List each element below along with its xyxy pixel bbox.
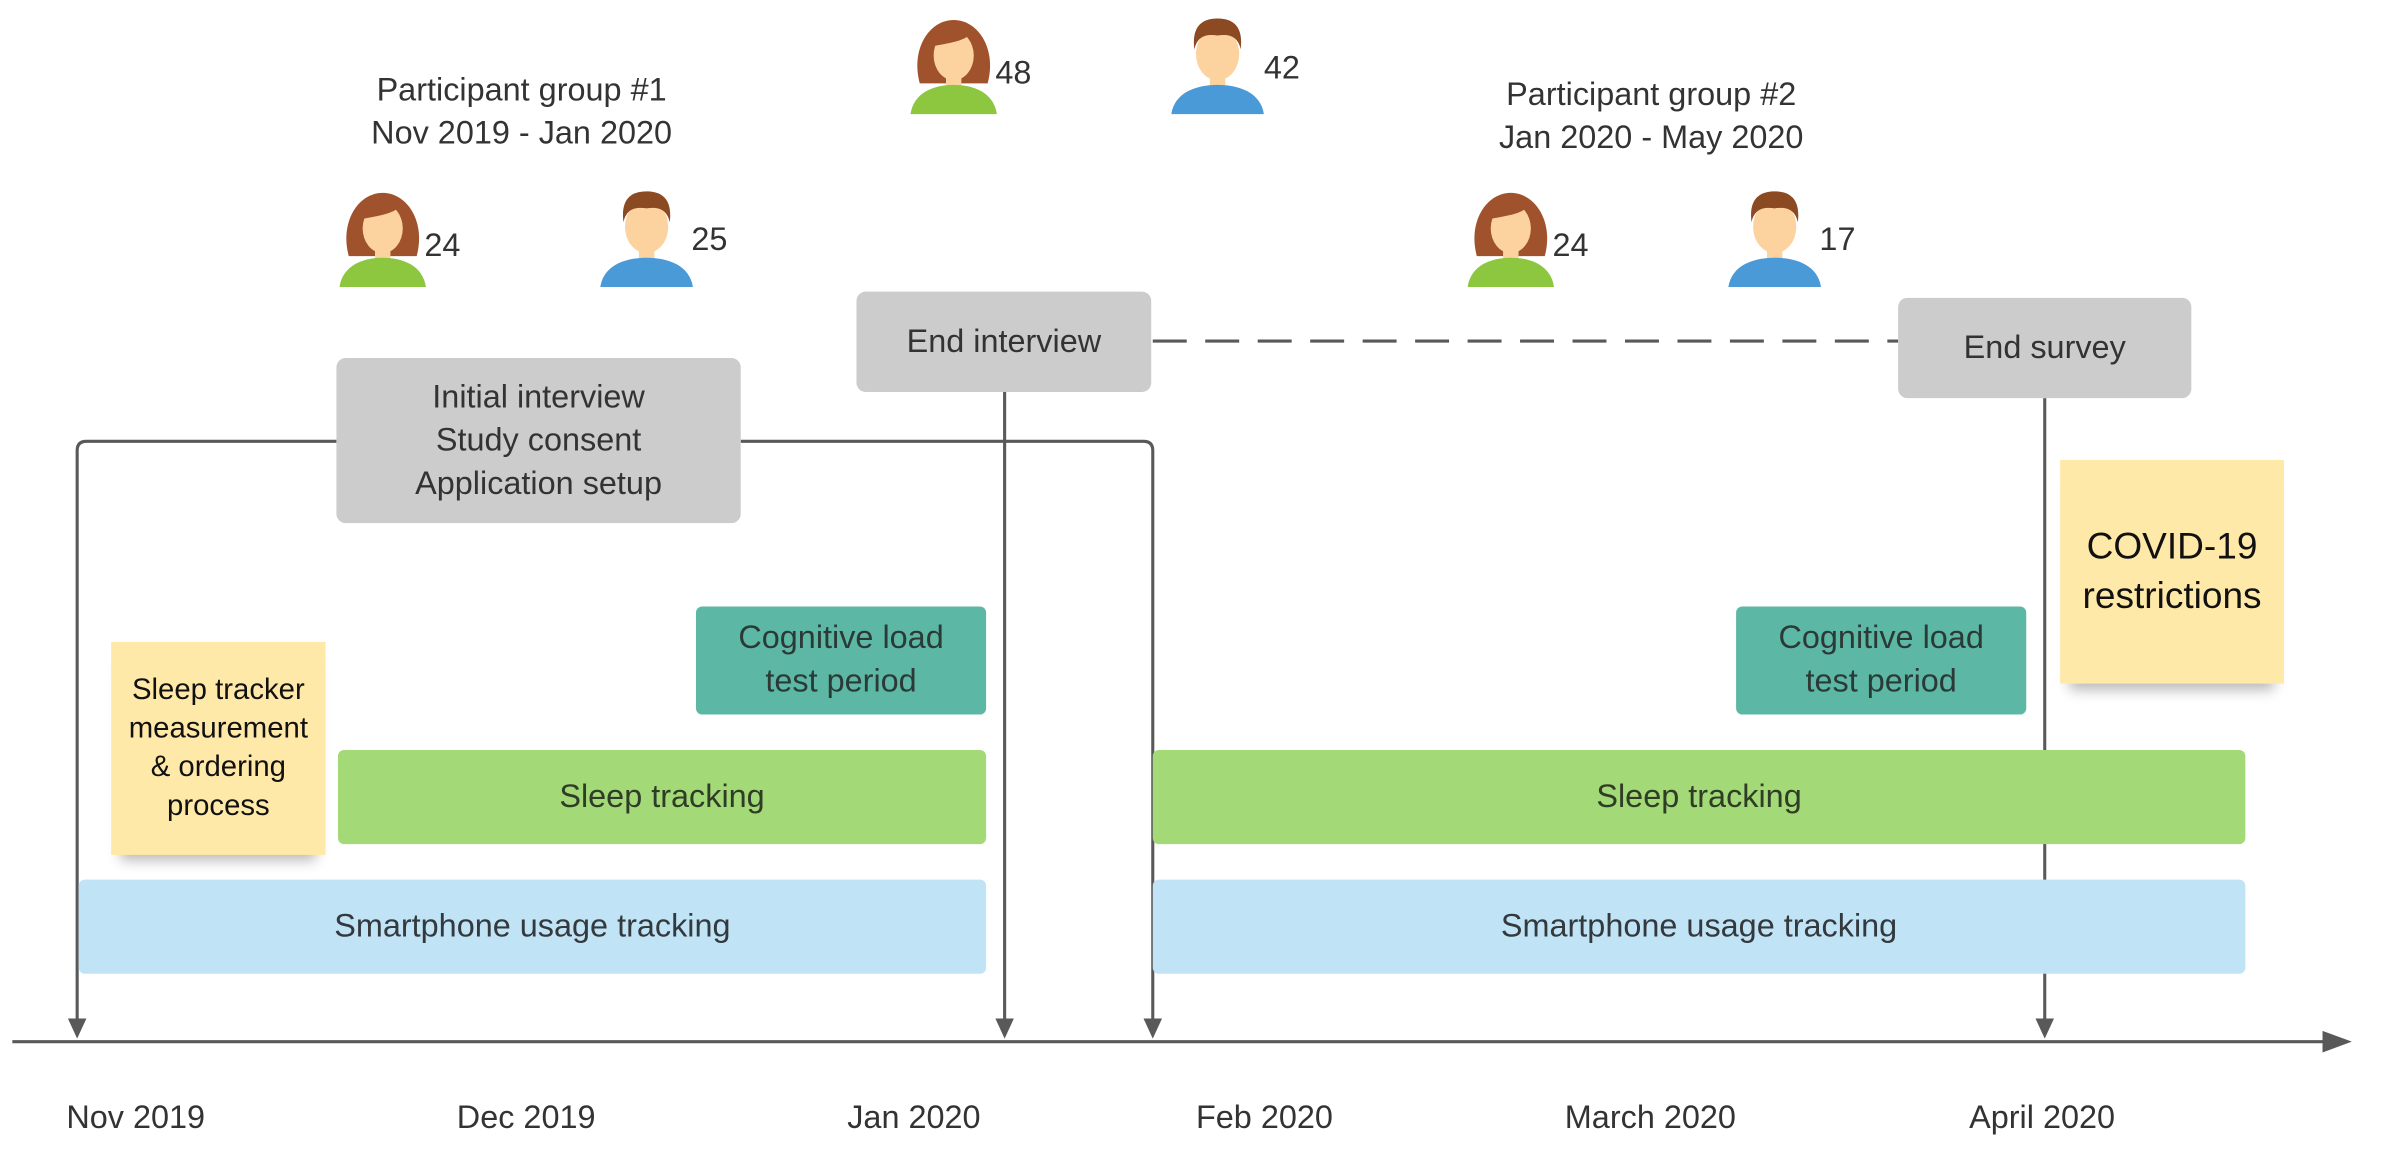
group-2-male-count: 17 xyxy=(1819,222,1856,258)
group-2-header: Participant group #2 Jan 2020 - May 2020 xyxy=(1451,74,1852,160)
initial-interview-connector-left xyxy=(75,439,337,1019)
note-line: process xyxy=(167,790,270,823)
group-1-title: Participant group #1 xyxy=(376,72,667,109)
cognitive-load-box-1: Cognitive load test period xyxy=(695,606,987,715)
female-user-icon xyxy=(910,20,997,115)
month-label-feb-2020: Feb 2020 xyxy=(1195,1100,1333,1136)
cognitive-load-box-2: Cognitive load test period xyxy=(1736,606,2027,715)
note-line: restrictions xyxy=(2082,574,2262,617)
sleep-tracking-bar-2: Sleep tracking xyxy=(1152,749,2246,845)
female-user-icon xyxy=(339,192,426,288)
male-user-icon xyxy=(600,191,693,288)
month-label-nov-2019: Nov 2019 xyxy=(66,1100,206,1136)
end-survey-label: End survey xyxy=(1963,329,2126,365)
note-line: COVID-19 xyxy=(2086,525,2258,568)
arrow-to-jan-2020 xyxy=(995,1018,1014,1039)
sleep-tracking-label: Sleep tracking xyxy=(1596,778,1802,815)
month-label-march-2020: March 2020 xyxy=(1564,1100,1736,1136)
end-interview-box: End interview xyxy=(856,291,1152,392)
test-period-label: test period xyxy=(1805,663,1957,700)
group-2-period: Jan 2020 - May 2020 xyxy=(1498,120,1804,156)
note-line: & ordering xyxy=(150,751,286,784)
initial-interview-label: Initial interview xyxy=(432,378,645,415)
end-interview-male-count: 42 xyxy=(1263,50,1300,87)
smartphone-usage-bar-1: Smartphone usage tracking xyxy=(78,879,987,974)
application-setup-label: Application setup xyxy=(415,465,662,501)
month-label-april-2020: April 2020 xyxy=(1969,1100,2116,1136)
arrow-to-april-2020 xyxy=(2035,1018,2054,1039)
end-survey-box: End survey xyxy=(1898,297,2192,399)
study-consent-label: Study consent xyxy=(435,422,642,458)
group-1-header: Participant group #1 Nov 2019 - Jan 2020 xyxy=(321,69,722,155)
group-2-female-count: 24 xyxy=(1552,228,1589,264)
sleep-tracking-bar-1: Sleep tracking xyxy=(337,749,987,845)
arrow-to-feb-2020 xyxy=(1143,1018,1163,1039)
female-user-icon xyxy=(1467,192,1555,288)
group-2-title: Participant group #2 xyxy=(1506,77,1797,113)
group-1-female-count: 24 xyxy=(424,228,461,264)
note-line: measurement xyxy=(128,712,308,746)
group-1-male-count: 25 xyxy=(691,222,728,258)
smartphone-usage-label: Smartphone usage tracking xyxy=(334,908,731,944)
male-user-icon xyxy=(1728,191,1821,288)
test-period-label: test period xyxy=(765,663,917,700)
end-interview-female-count: 48 xyxy=(995,55,1032,92)
group-1-period: Nov 2019 - Jan 2020 xyxy=(371,115,673,152)
arrow-to-nov-2019 xyxy=(67,1018,87,1039)
male-user-icon xyxy=(1171,18,1264,115)
smartphone-usage-label: Smartphone usage tracking xyxy=(1500,908,1898,944)
month-label-jan-2020: Jan 2020 xyxy=(847,1100,981,1136)
sleep-tracking-label: Sleep tracking xyxy=(559,778,765,815)
note-line: Sleep tracker xyxy=(131,674,305,707)
month-label-dec-2019: Dec 2019 xyxy=(456,1100,596,1136)
end-interview-label: End interview xyxy=(906,323,1102,359)
cognitive-load-label: Cognitive load xyxy=(1778,620,1984,656)
initial-interview-box: Initial interview Study consent Applicat… xyxy=(336,358,741,524)
sleep-tracker-note: Sleep tracker measurement & ordering pro… xyxy=(111,641,326,855)
covid-restrictions-note: COVID-19 restrictions xyxy=(2060,459,2284,684)
smartphone-usage-bar-2: Smartphone usage tracking xyxy=(1152,879,2246,974)
cognitive-load-label: Cognitive load xyxy=(738,620,944,656)
time-axis-arrowhead xyxy=(2322,1030,2352,1053)
initial-interview-connector-right xyxy=(740,439,1155,1019)
